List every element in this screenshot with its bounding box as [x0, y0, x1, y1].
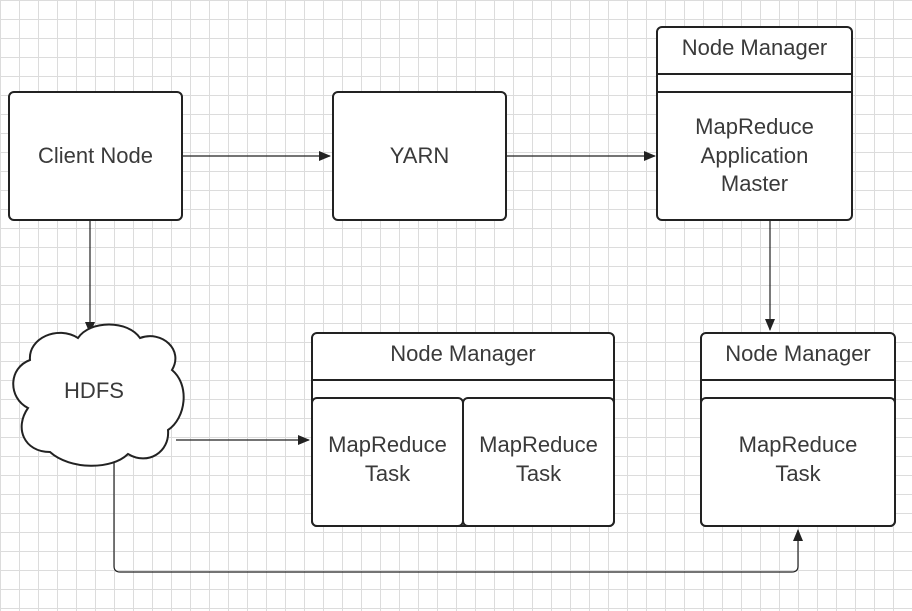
right-task-1-line-2: Task — [775, 461, 821, 486]
app-master-line-3: Master — [721, 171, 788, 196]
connectors — [85, 151, 803, 573]
yarn-box: YARN — [332, 91, 507, 221]
hdfs-label: HDFS — [64, 378, 124, 403]
yarn-label: YARN — [390, 143, 450, 168]
app-master-line-1: MapReduce — [695, 114, 814, 139]
left-node-manager: Node Manager MapReduce Task MapReduce Ta… — [311, 332, 615, 527]
cloud-shape — [12, 323, 185, 467]
left-task-2-box: MapReduce Task — [462, 397, 615, 527]
right-node-manager-header: Node Manager — [725, 341, 871, 366]
app-master-node-manager-header: Node Manager — [682, 35, 828, 60]
left-task-1-line-2: Task — [365, 461, 411, 486]
client-node-label: Client Node — [38, 143, 153, 168]
right-task-1-line-1: MapReduce — [739, 432, 858, 457]
left-task-1-line-1: MapReduce — [328, 432, 447, 457]
app-master-line-2: Application — [701, 143, 809, 168]
client-node-box: Client Node — [8, 91, 183, 221]
right-task-1-box: MapReduce Task — [700, 397, 896, 527]
left-task-1-box: MapReduce Task — [311, 397, 464, 527]
app-master-node-manager: Node Manager MapReduce Application Maste… — [656, 26, 853, 221]
hdfs-cloud: HDFS — [12, 323, 185, 467]
right-node-manager: Node Manager MapReduce Task — [700, 332, 896, 527]
left-task-2-line-2: Task — [516, 461, 562, 486]
arrow-hdfs-to-right-node-manager — [113, 460, 803, 573]
left-task-2-line-1: MapReduce — [479, 432, 598, 457]
left-node-manager-header: Node Manager — [390, 341, 536, 366]
